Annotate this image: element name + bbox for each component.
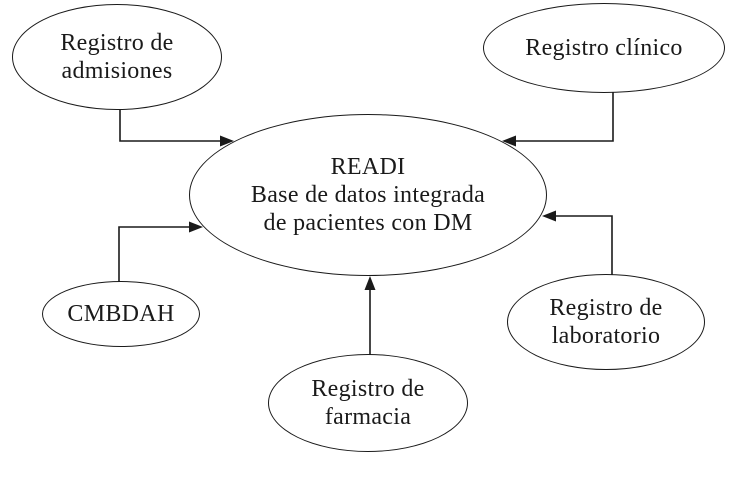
node-label-line: Registro de — [60, 30, 174, 56]
edge-laboratorio-to-central — [542, 210, 613, 280]
edge-admisiones-to-central — [119, 103, 234, 147]
node-label-line: farmacia — [324, 404, 412, 430]
arrowhead-left-icon — [502, 135, 516, 147]
node-cmbdah: CMBDAH — [42, 281, 200, 347]
edge-cmbdah-to-central — [118, 221, 203, 287]
node-label-line: Base de datos integrada — [250, 182, 486, 208]
arrowhead-up-icon — [364, 276, 376, 290]
node-registro-laboratorio: Registro de laboratorio — [507, 274, 705, 370]
node-label-line: Registro de — [311, 376, 425, 402]
node-label-line: Registro de — [549, 295, 663, 321]
node-registro-farmacia: Registro de farmacia — [268, 354, 468, 452]
node-label-line: de pacientes con DM — [263, 210, 473, 236]
arrowhead-right-icon — [220, 135, 234, 147]
edge-clinico-to-central — [502, 88, 614, 147]
node-registro-admisiones: Registro de admisiones — [12, 4, 222, 110]
node-registro-clinico: Registro clínico — [483, 3, 725, 93]
node-label-line: CMBDAH — [67, 301, 175, 327]
node-label-line: laboratorio — [551, 323, 661, 349]
arrowhead-left-icon — [542, 210, 556, 222]
edge-farmacia-to-central — [364, 276, 376, 359]
node-label-line: Registro clínico — [525, 35, 683, 61]
node-label-line: admisiones — [61, 58, 173, 84]
node-label-line: READI — [330, 154, 406, 180]
node-readi-central: READI Base de datos integrada de pacient… — [189, 114, 547, 276]
arrowhead-right-icon — [189, 221, 203, 233]
